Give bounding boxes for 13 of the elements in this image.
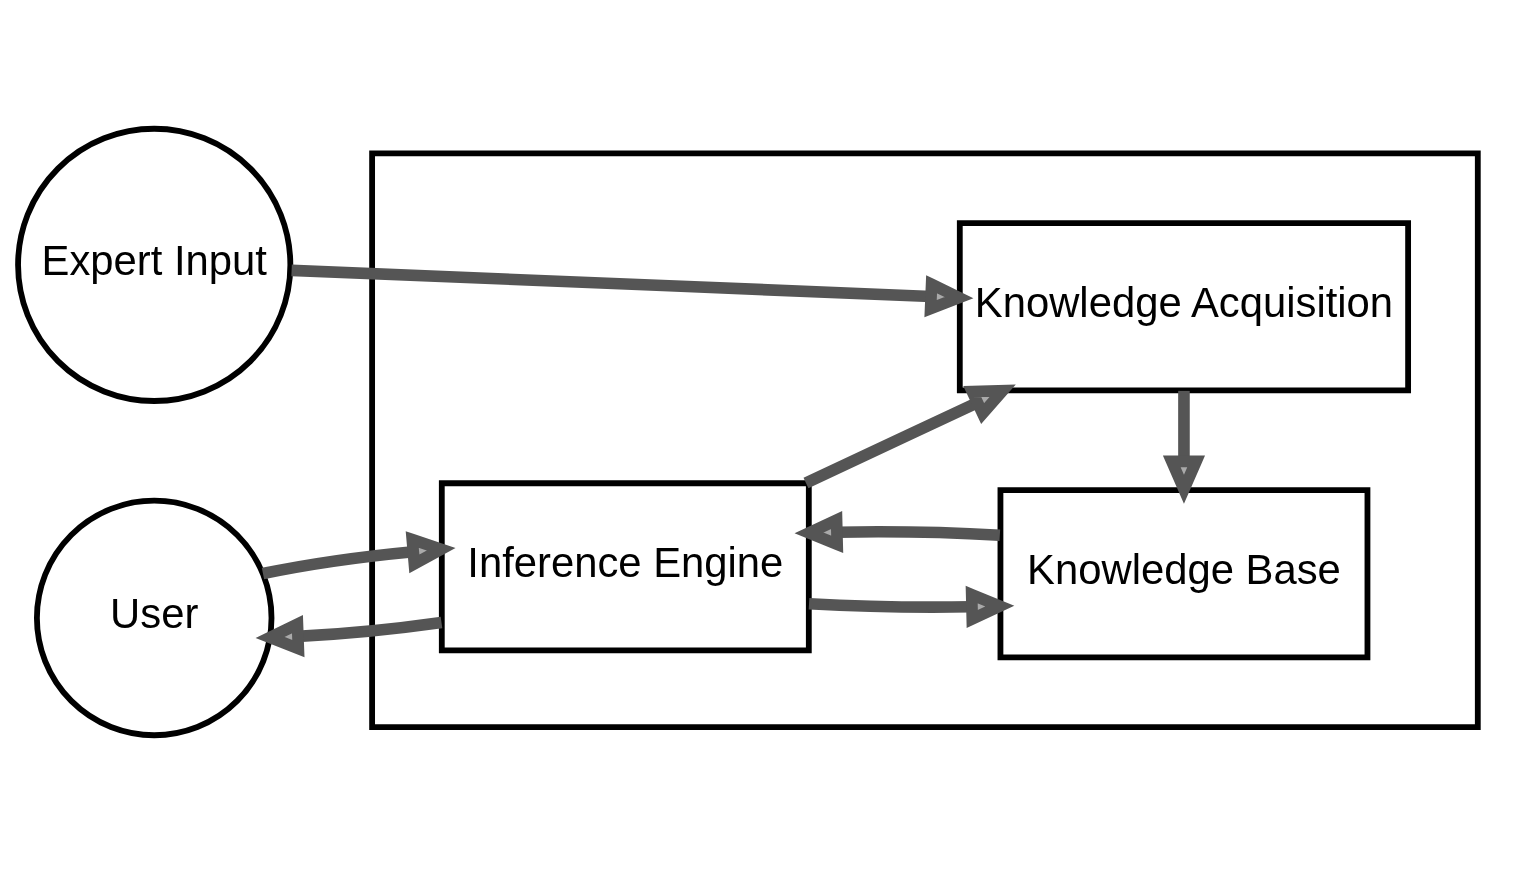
arrow <box>261 531 456 580</box>
arrow <box>794 510 1001 554</box>
node-circle: Expert Input <box>15 125 294 404</box>
arrow <box>808 585 1015 628</box>
node-box: Knowledge Acquisition <box>956 220 1411 394</box>
node-box: Inference Engine <box>438 480 812 654</box>
cluster <box>369 150 1481 731</box>
arrow <box>1162 390 1206 504</box>
node-box: Knowledge Base <box>997 487 1371 661</box>
arrow <box>291 264 974 318</box>
arrow <box>803 384 1016 489</box>
node-circle: User <box>34 497 275 739</box>
arrow <box>255 615 443 658</box>
